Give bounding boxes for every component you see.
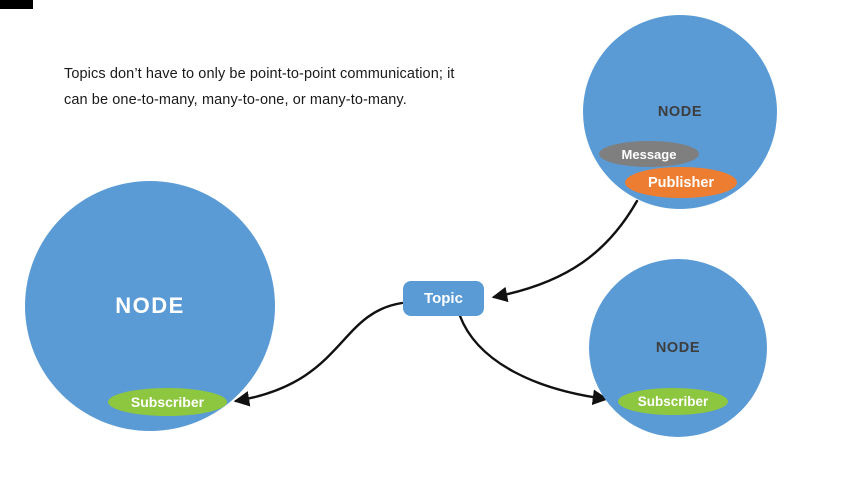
subscriber-oval-bottom-right: Subscriber [618,388,728,415]
node-label: NODE [657,104,703,120]
subscriber-oval-left: Subscriber [108,388,227,416]
top-left-video-artifact [0,0,33,9]
arrow-publisher-to-topic [491,199,639,303]
node-label: NODE [115,293,185,318]
node-label: NODE [655,340,701,356]
arrow-topic-to-bottom-subscriber [458,314,609,406]
message-oval: Message [599,141,699,167]
caption-line-2: can be one-to-many, many-to-one, or many… [64,92,407,108]
arrow-topic-to-left-subscriber [233,301,404,407]
publisher-oval: Publisher [625,167,737,198]
caption: Topics don’t have to only be point-to-po… [64,61,455,113]
caption-line-1: Topics don’t have to only be point-to-po… [64,66,455,82]
topic-box: Topic [403,281,484,316]
